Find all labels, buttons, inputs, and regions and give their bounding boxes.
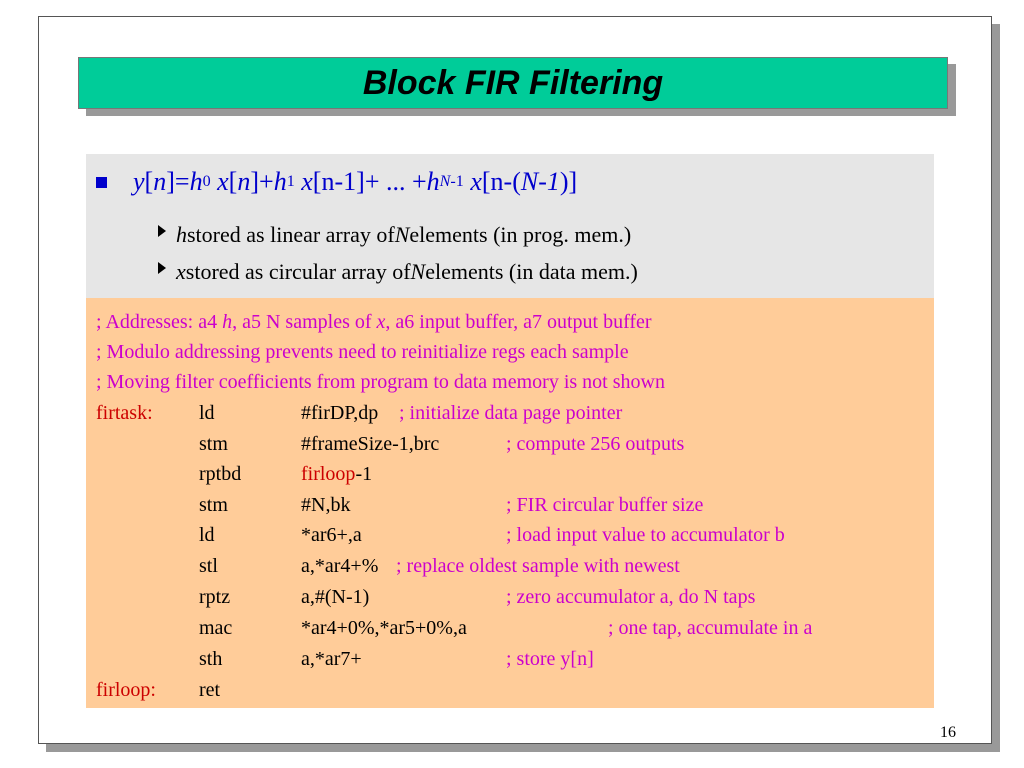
code-row: rptbd firloop-1: [96, 459, 926, 489]
eq-x: x: [217, 167, 229, 196]
code-row: firloop: ret: [96, 675, 926, 705]
eq-h1: h: [273, 167, 287, 196]
eq-N-minus-1: N-1: [520, 167, 560, 196]
code-arg: a,*ar4+%: [301, 555, 379, 577]
code-comment: ; replace oldest sample with newest: [396, 555, 680, 577]
code-comment-addresses: ; Addresses: a4 h, a5 N samples of x, a6…: [96, 307, 926, 337]
comment-text: , a5 N samples of: [232, 311, 377, 333]
sub-bullet-text: stored as circular array of: [185, 259, 411, 284]
code-op: stl: [199, 555, 218, 577]
code-arg: a,*ar7+: [301, 648, 362, 670]
eq-n-paren: n-(: [490, 167, 521, 196]
eq-bracket: ]: [166, 167, 175, 196]
code-row: rptz a,#(N-1) ; zero accumulator a, do N…: [96, 582, 926, 612]
triangle-bullet-icon: [158, 262, 166, 274]
comment-x: x: [376, 311, 386, 333]
code-arg: *ar4+0%,*ar5+0%,a: [301, 617, 467, 639]
title-bar: Block FIR Filtering: [78, 57, 948, 109]
code-comment-modulo: ; Modulo addressing prevents need to rei…: [96, 341, 629, 363]
code-op: mac: [199, 617, 233, 639]
eq-x: x: [470, 167, 482, 196]
code-row: stm #N,bk ; FIR circular buffer size: [96, 490, 926, 520]
eq-h0: h: [189, 167, 203, 196]
eq-n: n: [153, 167, 167, 196]
code-arg: #N,bk: [301, 494, 351, 516]
eq-bracket: ]: [250, 167, 260, 196]
code-comment: ; compute 256 outputs: [506, 433, 685, 455]
eq-bracket: [: [312, 167, 322, 196]
code-row: mac *ar4+0%,*ar5+0%,a ; one tap, accumul…: [96, 613, 926, 643]
square-bullet-icon: [96, 176, 107, 188]
eq-hN: h: [426, 167, 440, 196]
sub-bullet-var: h: [176, 222, 187, 247]
code-op: stm: [199, 494, 228, 516]
comment-text: , a6 input buffer, a7 output buffer: [385, 311, 652, 333]
code-arg: *ar6+,a: [301, 524, 362, 546]
triangle-bullet-icon: [158, 225, 166, 237]
code-row: stl a,*ar4+% ; replace oldest sample wit…: [96, 551, 926, 581]
sub-bullet-x: x stored as circular array of N elements…: [158, 257, 638, 287]
code-comment: ; load input value to accumulator b: [506, 524, 785, 546]
eq-close: )]: [559, 167, 578, 196]
code-arg-label: firloop: [301, 463, 356, 485]
eq-bracket: [: [144, 167, 154, 196]
code-arg: -1: [355, 463, 373, 485]
bullet-panel: [86, 154, 934, 298]
sub-bullet-text: stored as linear array of: [187, 222, 395, 247]
eq-ellipsis: + ... +: [364, 167, 427, 196]
eq-x: x: [301, 167, 313, 196]
sub-bullet-h: h stored as linear array of N elements (…: [158, 220, 631, 250]
code-row: firtask: ld #firDP,dp ; initialize data …: [96, 398, 926, 428]
sub-bullet-var: x: [176, 259, 186, 284]
sub-bullet-text: elements (in prog. mem.): [409, 222, 632, 247]
code-row: ld *ar6+,a ; load input value to accumul…: [96, 520, 926, 550]
eq-hN-sub-N: N: [439, 173, 451, 190]
sub-bullet-N: N: [394, 222, 410, 247]
eq-hN-sub-rest: -1: [450, 173, 464, 190]
code-panel: [86, 298, 934, 708]
eq-y: y: [133, 167, 145, 196]
code-comment: ; zero accumulator a, do N taps: [506, 586, 756, 608]
code-row: stm #frameSize-1,brc ; compute 256 outpu…: [96, 429, 926, 459]
eq-equals: =: [174, 167, 190, 196]
eq-n-minus-1: n-1: [321, 167, 357, 196]
eq-bracket: [: [228, 167, 238, 196]
eq-bracket: ]: [356, 167, 365, 196]
code-op: ld: [199, 524, 215, 546]
code-row: sth a,*ar7+ ; store y[n]: [96, 644, 926, 674]
sub-bullet-N: N: [410, 259, 426, 284]
code-op: sth: [199, 648, 223, 670]
code-arg: #frameSize-1,brc: [301, 433, 440, 455]
comment-h: h: [222, 311, 233, 333]
eq-n: n: [237, 167, 251, 196]
comment-text: ; Addresses: a4: [96, 311, 223, 333]
code-comment-moving: ; Moving filter coefficients from progra…: [96, 371, 665, 393]
code-op: ld: [199, 402, 215, 424]
code-comment: ; initialize data page pointer: [399, 402, 623, 424]
code-comment: ; store y[n]: [506, 648, 594, 670]
code-comment: ; FIR circular buffer size: [506, 494, 704, 516]
code-op: ret: [199, 679, 221, 701]
eq-h0-sub: 0: [202, 173, 211, 190]
eq-plus: +: [259, 167, 274, 196]
code-op: rptz: [199, 586, 231, 608]
code-label: firloop:: [96, 679, 156, 701]
code-arg: a,#(N-1): [301, 586, 370, 608]
code-arg: #firDP,dp: [301, 402, 379, 424]
eq-h1-sub: 1: [286, 173, 295, 190]
code-op: stm: [199, 433, 228, 455]
code-op: rptbd: [199, 463, 242, 485]
sub-bullet-text: elements (in data mem.): [425, 259, 638, 284]
eq-bracket: [: [481, 167, 491, 196]
page-number: 16: [940, 724, 956, 741]
slide-title: Block FIR Filtering: [362, 63, 664, 102]
code-comment: ; one tap, accumulate in a: [608, 617, 813, 639]
code-label: firtask:: [96, 402, 153, 424]
